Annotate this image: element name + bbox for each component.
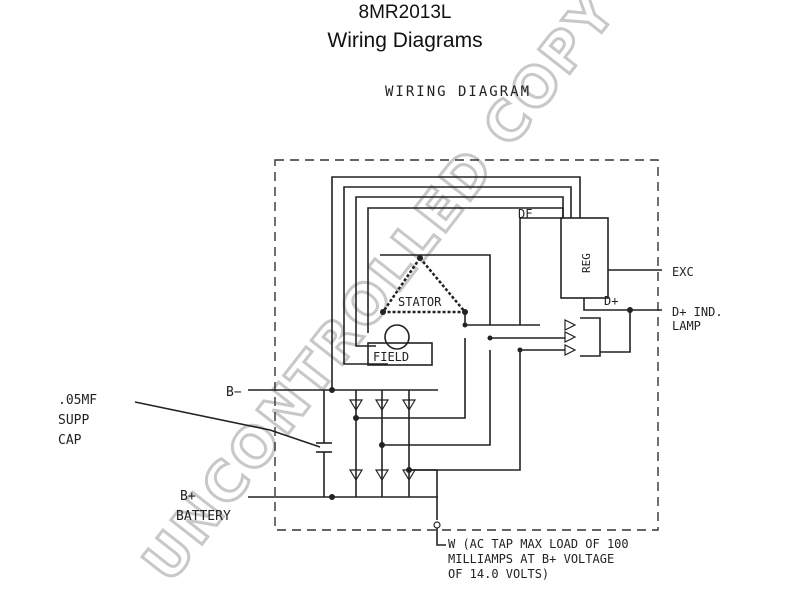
w-note-line3: OF 14.0 VOLTS): [448, 567, 549, 581]
field-loops: [331, 176, 581, 390]
b-minus-label: B−: [226, 385, 242, 400]
exciter-diodes: [564, 317, 601, 357]
stator-label: STATOR: [398, 295, 442, 309]
alternator-enclosure: [274, 159, 659, 531]
d-plus-label: D+: [604, 294, 618, 308]
main-rectifier: [329, 338, 521, 500]
field-coil: [384, 324, 410, 350]
supp-cap-value-label: .05MF: [58, 393, 97, 408]
watermark-text: UNCONTROLLED COPY: [131, 0, 629, 593]
model-title: 8MR2013L: [358, 2, 452, 23]
b-plus-label: B+: [180, 489, 196, 504]
battery-label: BATTERY: [176, 509, 231, 524]
lamp-label: LAMP: [672, 319, 701, 333]
suppression-capacitor: [134, 390, 332, 497]
cap-label: CAP: [58, 433, 82, 448]
page-subtitle: Wiring Diagrams: [327, 29, 483, 52]
field-label: FIELD: [373, 350, 409, 364]
d-plus-ind-label: D+ IND.: [672, 305, 723, 319]
exc-terminal-label: EXC: [672, 265, 694, 279]
w-note-line2: MILLIAMPS AT B+ VOLTAGE: [448, 552, 614, 566]
w-note-line1: W (AC TAP MAX LOAD OF 100: [448, 537, 629, 551]
diagram-heading: WIRING DIAGRAM: [385, 84, 531, 100]
regulator-label: REG: [580, 253, 593, 273]
supp-cap-label: SUPP: [58, 413, 89, 428]
df-label: DF: [518, 207, 532, 221]
